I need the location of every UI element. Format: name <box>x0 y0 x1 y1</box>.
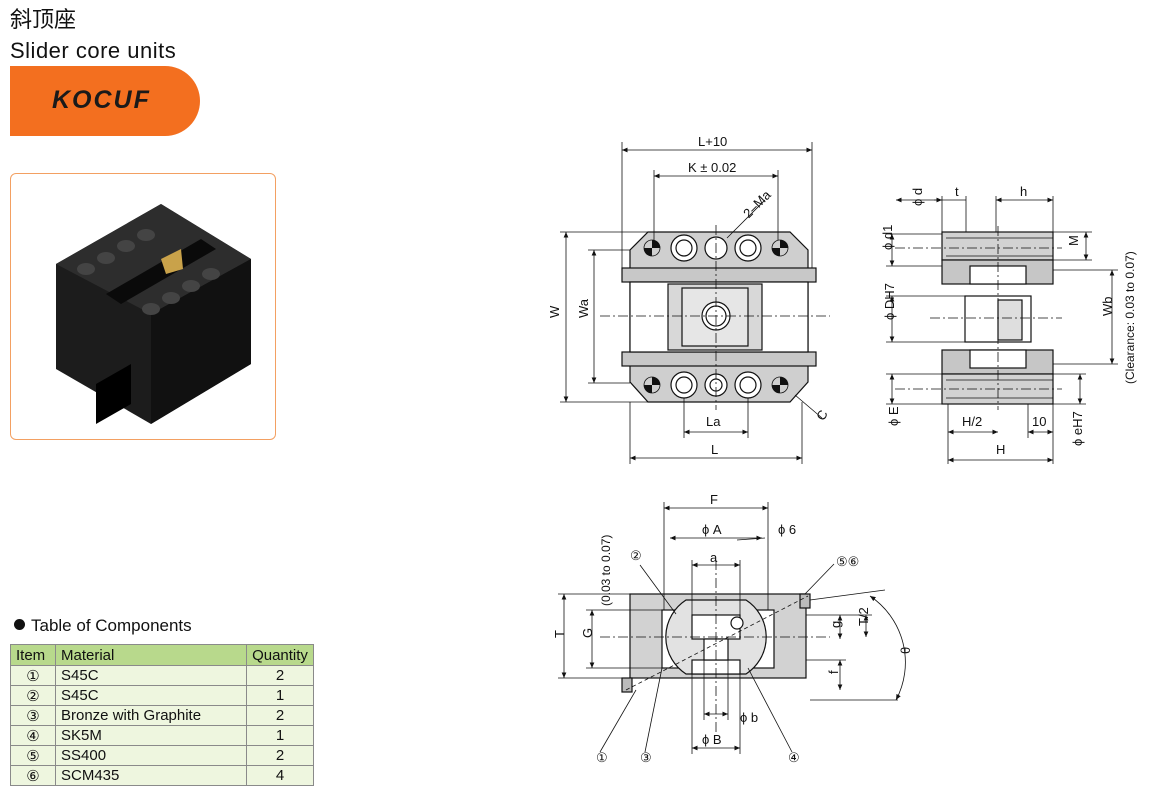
dim-t: t <box>955 184 959 199</box>
col-header-item: Item <box>10 644 56 666</box>
table-row: ③ Bronze with Graphite 2 <box>10 705 314 726</box>
cell-material: S45C <box>55 685 247 706</box>
cell-item: ⑥ <box>10 765 56 786</box>
front-view-labels: F ϕ A ϕ 6 ② a ⑤⑥ (0.03 to 0.07) T G g T/… <box>552 492 913 765</box>
cell-qty: 2 <box>246 665 314 686</box>
cell-item: ⑤ <box>10 745 56 766</box>
components-title: Table of Components <box>31 616 192 635</box>
dim-w: W <box>547 305 562 318</box>
dim-m: M <box>1066 235 1081 246</box>
dim-tt: T <box>552 630 567 638</box>
label-item-3: ③ <box>640 750 652 765</box>
dim-c: C <box>813 407 831 423</box>
label-item-2: ② <box>630 548 642 563</box>
front-clearance: (0.03 to 0.07) <box>599 535 613 606</box>
cell-material: Bronze with Graphite <box>55 705 247 726</box>
cell-material: SK5M <box>55 725 247 746</box>
side-view <box>886 196 1118 464</box>
dim-g-big: G <box>580 628 595 638</box>
cell-qty: 4 <box>246 765 314 786</box>
cell-qty: 1 <box>246 685 314 706</box>
cell-item: ③ <box>10 705 56 726</box>
title-english: Slider core units <box>10 38 177 63</box>
dim-wb: Wb <box>1100 297 1115 317</box>
table-row: ⑥ SCM435 4 <box>10 765 314 786</box>
cell-item: ① <box>10 665 56 686</box>
components-heading: Table of Components <box>14 616 192 636</box>
dim-f: F <box>710 492 718 507</box>
dim-hh: H <box>996 442 1005 457</box>
bullet-icon <box>14 619 25 630</box>
side-view-labels: ϕ d t h ϕ d1 M ϕ DH7 Wb (Clearance: 0.03… <box>880 184 1137 457</box>
side-clearance: (Clearance: 0.03 to 0.07) <box>1123 251 1137 384</box>
cell-material: SCM435 <box>55 765 247 786</box>
dim-bb: ϕ B <box>702 732 722 747</box>
dim-b: ϕ b <box>740 710 758 725</box>
product-photo-frame <box>10 173 276 440</box>
table-row: ① S45C 2 <box>10 665 314 686</box>
dim-f-small: f <box>826 670 841 674</box>
dim-h2: H/2 <box>962 414 982 429</box>
dim-h: h <box>1020 184 1027 199</box>
dim-g: g <box>828 621 843 628</box>
dim-10: 10 <box>1032 414 1046 429</box>
dim-d: ϕ d <box>910 188 925 206</box>
brand-banner: KOCUF <box>10 66 200 136</box>
cell-material: S45C <box>55 665 247 686</box>
label-item-56: ⑤⑥ <box>836 554 859 569</box>
dim-wa: Wa <box>576 298 591 318</box>
cell-material: SS400 <box>55 745 247 766</box>
label-item-1: ① <box>596 750 608 765</box>
dim-ma: 2–Ma <box>740 187 774 221</box>
dim-la: La <box>706 414 721 429</box>
dim-e: ϕ E <box>886 406 901 426</box>
dim-l10: L+10 <box>698 134 727 149</box>
cell-qty: 1 <box>246 725 314 746</box>
components-table: Item Material Quantity ① S45C 2 ② S45C 1… <box>10 644 314 786</box>
cell-item: ② <box>10 685 56 706</box>
top-view <box>560 142 830 464</box>
dim-phi6: ϕ 6 <box>778 522 796 537</box>
dim-t2: T/2 <box>856 607 871 626</box>
cell-item: ④ <box>10 725 56 746</box>
dim-l: L <box>711 442 718 457</box>
front-view <box>558 502 906 754</box>
brand-label: KOCUF <box>52 86 151 114</box>
label-item-4: ④ <box>788 750 800 765</box>
dim-dh7: ϕ DH7 <box>882 283 897 320</box>
dim-theta: θ <box>898 647 913 654</box>
dim-eh7: ϕ eH7 <box>1070 411 1085 446</box>
col-header-quantity: Quantity <box>246 644 314 666</box>
cell-qty: 2 <box>246 705 314 726</box>
dim-k: K ± 0.02 <box>688 160 736 175</box>
dim-d1: ϕ d1 <box>880 225 895 250</box>
table-header-row: Item Material Quantity <box>10 644 314 666</box>
dim-a: a <box>710 550 718 565</box>
table-row: ⑤ SS400 2 <box>10 745 314 766</box>
product-photo <box>56 204 251 424</box>
cell-qty: 2 <box>246 745 314 766</box>
title-chinese: 斜顶座 <box>10 8 77 33</box>
col-header-material: Material <box>55 644 247 666</box>
dim-a-dia: ϕ A <box>702 522 722 537</box>
table-row: ④ SK5M 1 <box>10 725 314 746</box>
table-row: ② S45C 1 <box>10 685 314 706</box>
